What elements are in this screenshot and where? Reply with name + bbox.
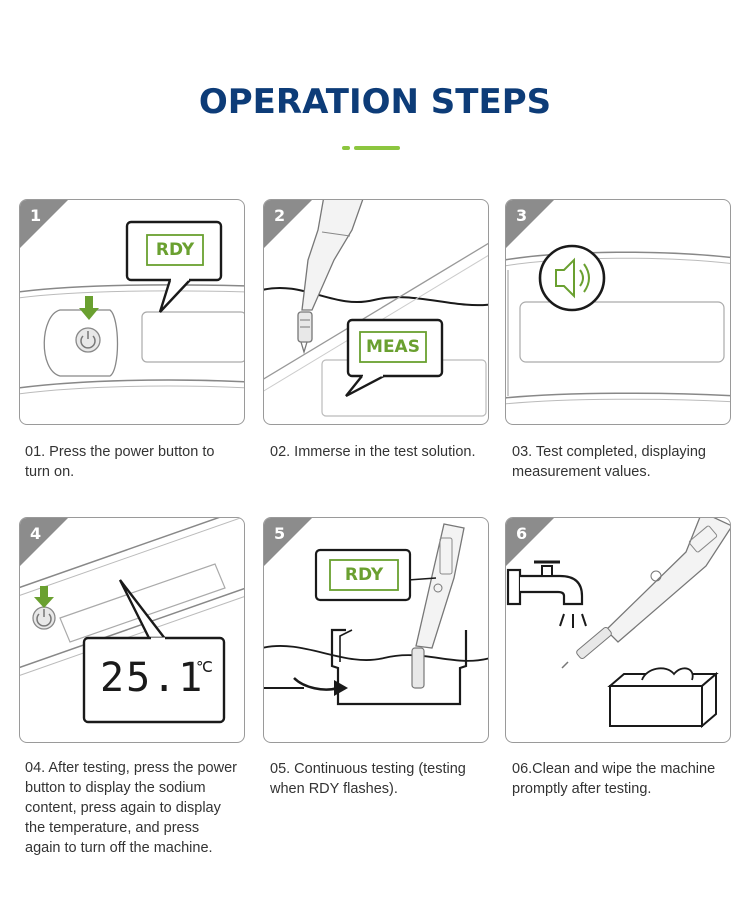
step-1-badge xyxy=(20,200,68,248)
press-arrow-icon xyxy=(79,296,99,320)
step-2-illustration xyxy=(264,200,488,417)
step-4-caption: 04. After testing, press the power butto… xyxy=(25,760,237,856)
step-6-illustration xyxy=(506,518,730,729)
container-icon xyxy=(264,628,488,706)
faucet-icon xyxy=(506,560,587,628)
step-4-number: 4 xyxy=(30,524,42,543)
step-5-illustration xyxy=(264,523,488,706)
probe-icon xyxy=(411,523,465,689)
step-1-number: 1 xyxy=(30,206,42,225)
step-6-badge xyxy=(506,518,554,566)
step-4-illustration xyxy=(20,518,244,724)
step-2-badge xyxy=(264,200,312,248)
step-5-display-text: RDY xyxy=(344,565,384,585)
step-6-panel: 6 xyxy=(505,517,731,743)
step-6-caption: 06.Clean and wipe the machine promptly a… xyxy=(512,761,716,797)
step-1-display-text: RDY xyxy=(155,240,195,260)
speaker-icon xyxy=(555,257,590,299)
step-3-illustration xyxy=(506,244,730,405)
press-arrow-icon xyxy=(34,586,54,608)
probe-icon xyxy=(561,518,730,669)
step-1-panel: 1 RDY xyxy=(19,199,245,425)
step-4-panel: 4 25.1 ℃ xyxy=(19,517,245,743)
step-3-panel: 3 xyxy=(505,199,731,425)
step-1-caption: 01. Press the power button to turn on. xyxy=(25,444,215,480)
step-5-panel: 5 RDY xyxy=(263,517,489,743)
step-4-badge xyxy=(20,518,68,566)
step-5-number: 5 xyxy=(274,524,286,543)
page-title: OPERATION STEPS xyxy=(198,82,552,122)
step-2-panel: 2 MEAS xyxy=(263,199,489,425)
step-6-number: 6 xyxy=(516,524,528,543)
probe-icon xyxy=(297,200,364,355)
step-5-badge xyxy=(264,518,312,566)
step-3-badge xyxy=(506,200,554,248)
step-4-display-unit: ℃ xyxy=(196,659,213,676)
step-3-number: 3 xyxy=(516,206,528,225)
step-1-illustration xyxy=(20,220,244,395)
step-2-display-text: MEAS xyxy=(366,337,420,357)
step-2-number: 2 xyxy=(274,206,286,225)
title-underline xyxy=(354,146,400,150)
title-underline-dot xyxy=(342,146,350,150)
step-4-display-value: 25.1 xyxy=(100,655,205,701)
step-3-caption: 03. Test completed, displaying measureme… xyxy=(512,444,706,480)
tissue-box-icon xyxy=(607,667,719,729)
step-2-caption: 02. Immerse in the test solution. xyxy=(270,444,476,460)
step-5-caption: 05. Continuous testing (testing when RDY… xyxy=(270,761,466,797)
